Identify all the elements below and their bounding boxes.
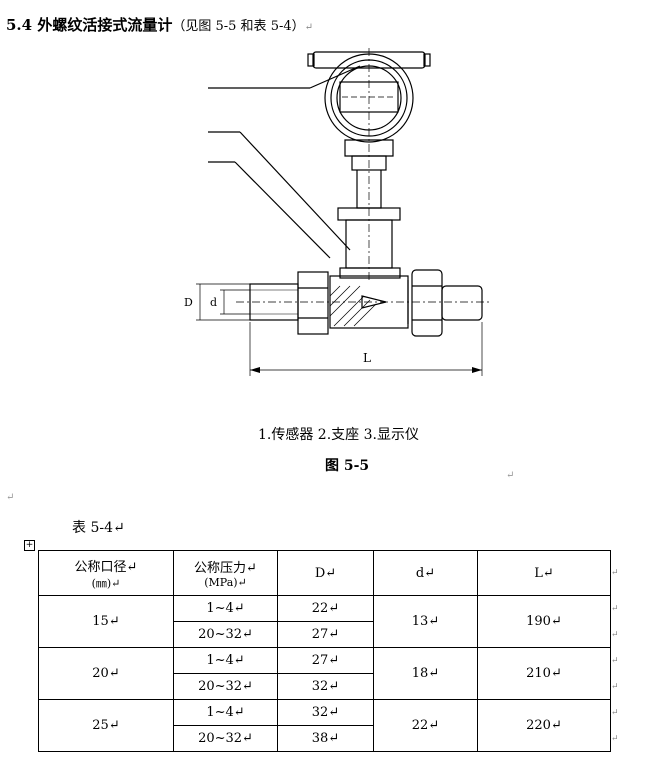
table-row: 20~32↵ 32↵ ↵ bbox=[39, 673, 630, 700]
dimension-label-L: L bbox=[363, 351, 371, 365]
row-end-mark: ↵ bbox=[611, 681, 619, 692]
left-pipe bbox=[249, 283, 299, 321]
row-end-mark: ↵ bbox=[611, 655, 619, 666]
row-end-mark: ↵ bbox=[611, 629, 619, 640]
cell-d: 22↵ bbox=[373, 699, 478, 752]
section-heading: 5.4 外螺纹活接式流量计（见图 5-5 和表 5-4）↵ bbox=[6, 14, 313, 35]
cell-nominal-diameter: 15↵ bbox=[38, 595, 174, 648]
cell-pressure: 1~4↵ bbox=[173, 647, 278, 674]
row-end-mark: ↵ bbox=[611, 568, 619, 578]
table-row: 25↵ 1~4↵ 32↵ 22↵ 220↵ ↵ bbox=[38, 699, 630, 752]
cell-L: 210↵ bbox=[477, 647, 611, 700]
cell-D: 22↵ bbox=[277, 595, 374, 622]
header-nominal-diameter: 公称口径↵(㎜)↵ bbox=[38, 550, 174, 596]
cell-D: 27↵ bbox=[277, 647, 374, 674]
header-d: d↵ bbox=[373, 550, 478, 596]
cell-d: 18↵ bbox=[373, 647, 478, 700]
cell-pressure: 20~32↵ bbox=[173, 621, 278, 648]
header-L: L↵ bbox=[477, 550, 611, 596]
paragraph-mark: ↵ bbox=[304, 22, 314, 33]
dimension-label-D: D bbox=[184, 296, 193, 309]
table-label: 表 5-4↵ bbox=[72, 520, 125, 536]
paragraph-mark: ↵ bbox=[6, 492, 15, 503]
section-reference: （见图 5-5 和表 5-4） bbox=[172, 19, 305, 34]
dimension-label-d: d bbox=[210, 296, 217, 309]
row-end-mark: ↵ bbox=[611, 733, 619, 744]
cell-D: 32↵ bbox=[277, 673, 374, 700]
spec-table: 公称口径↵(㎜)↵ 公称压力↵(MPa)↵ D↵ d↵ L↵ ↵ 15↵ 1~4… bbox=[38, 550, 630, 752]
section-title: 外螺纹活接式流量计 bbox=[37, 16, 173, 34]
cell-pressure: 20~32↵ bbox=[173, 673, 278, 700]
table-row: 15↵ 1~4↵ 22↵ 13↵ 190↵ ↵ bbox=[38, 595, 630, 648]
cell-L: 220↵ bbox=[477, 699, 611, 752]
table-row: 20↵ 1~4↵ 27↵ 18↵ 210↵ ↵ bbox=[38, 647, 630, 700]
header-D: D↵ bbox=[277, 550, 374, 596]
right-union-nut bbox=[411, 269, 443, 337]
cell-pressure: 20~32↵ bbox=[173, 725, 278, 752]
cell-pressure: 1~4↵ bbox=[173, 595, 278, 622]
support-neck bbox=[351, 155, 387, 171]
cell-D: 27↵ bbox=[277, 621, 374, 648]
figure-caption: 图 5-5 bbox=[325, 458, 370, 474]
paragraph-mark: ↵ bbox=[506, 470, 515, 481]
cell-nominal-diameter: 20↵ bbox=[38, 647, 174, 700]
cell-D: 32↵ bbox=[277, 699, 374, 726]
row-end-mark: ↵ bbox=[611, 707, 619, 718]
table-header-row: 公称口径↵(㎜)↵ 公称压力↵(MPa)↵ D↵ d↵ L↵ ↵ bbox=[38, 550, 630, 596]
header-nominal-pressure: 公称压力↵(MPa)↵ bbox=[173, 550, 278, 596]
cell-d: 13↵ bbox=[373, 595, 478, 648]
table-row: 20~32↵ 27↵ ↵ bbox=[39, 621, 630, 648]
cell-D: 38↵ bbox=[277, 725, 374, 752]
left-union-nut bbox=[297, 271, 329, 335]
section-number: 5.4 bbox=[6, 16, 33, 34]
row-end-mark: ↵ bbox=[611, 603, 619, 614]
cell-pressure: 1~4↵ bbox=[173, 699, 278, 726]
flowmeter-drawing: D d L bbox=[184, 48, 490, 376]
cell-nominal-diameter: 25↵ bbox=[38, 699, 174, 752]
figure-legend: 1.传感器 2.支座 3.显示仪 bbox=[258, 427, 419, 443]
cell-L: 190↵ bbox=[477, 595, 611, 648]
table-move-handle-icon[interactable]: + bbox=[24, 540, 35, 551]
right-pipe bbox=[441, 285, 483, 321]
table-row: 20~32↵ 38↵ ↵ bbox=[39, 725, 630, 752]
